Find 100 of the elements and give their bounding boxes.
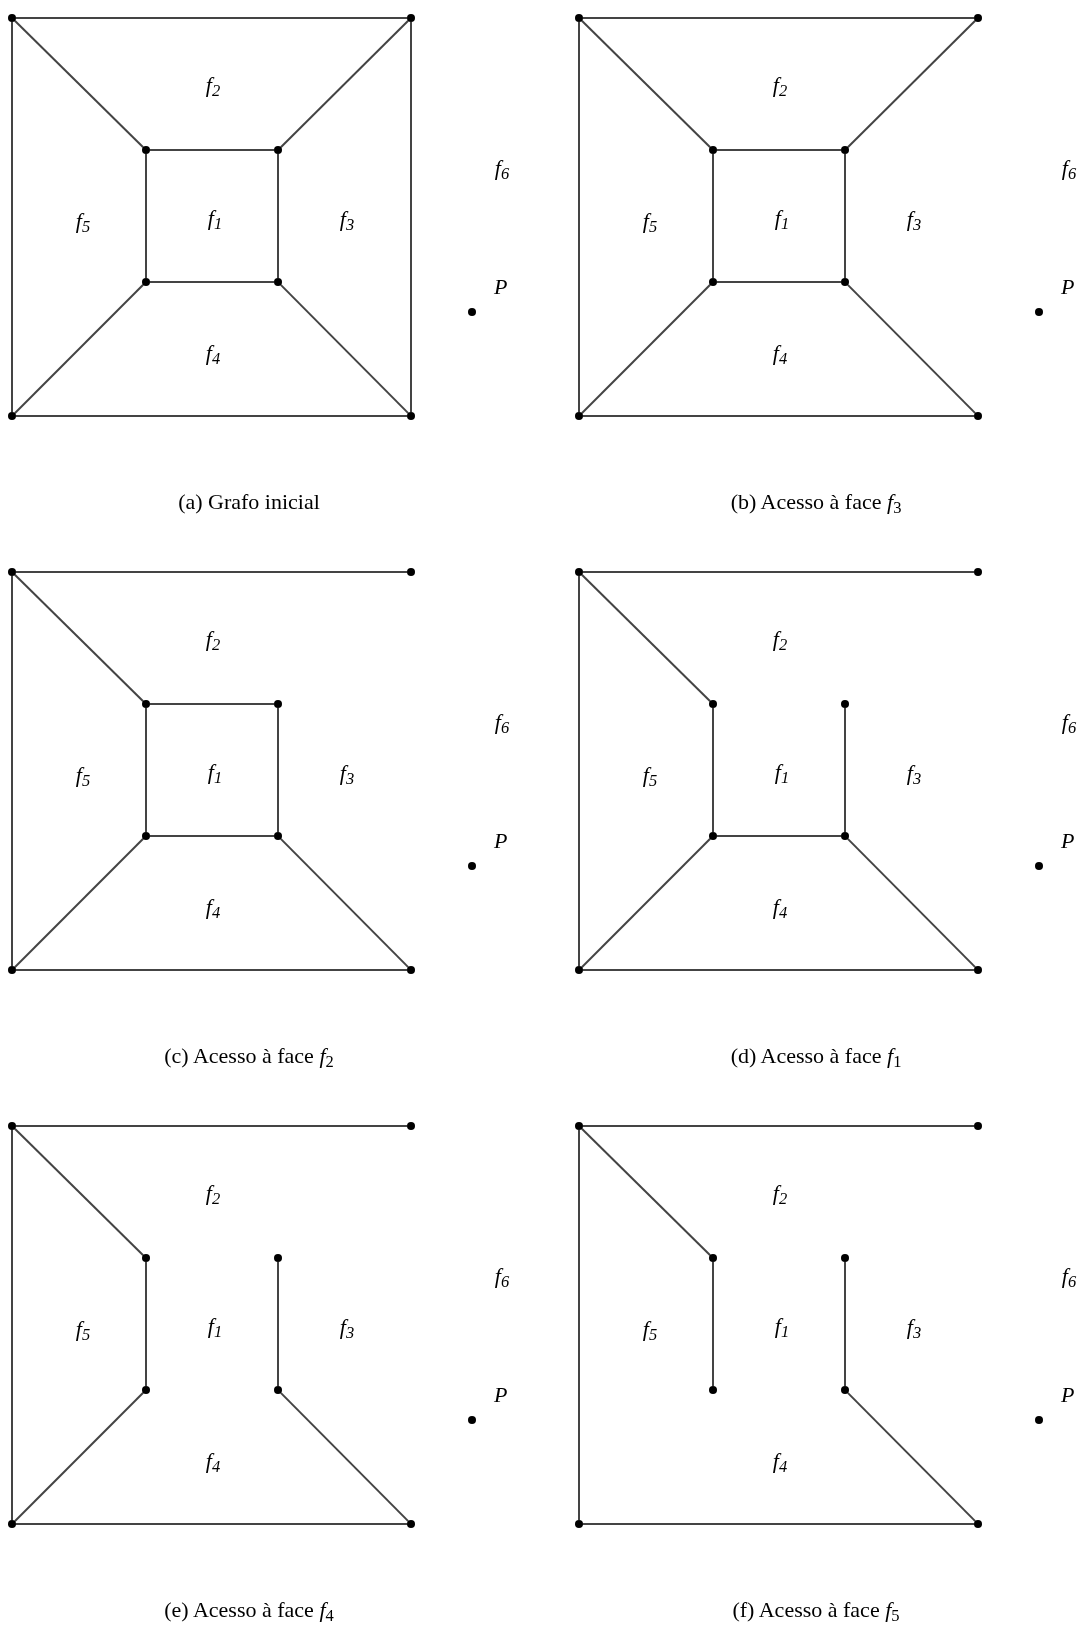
face-label: f$_{6}$ [1061,157,1077,179]
graph-edge [279,19,410,149]
face-label: f$_{6}$ [494,1265,510,1287]
graph-edge [277,707,279,833]
face-label: f$_{6}$ [1061,1265,1077,1287]
graph-edge [716,281,842,283]
graph-edge [582,571,975,573]
graph-edge [149,703,275,705]
face-label: f$_{2}$ [772,628,788,650]
face-label: f$_{2}$ [205,1182,221,1204]
graph-edge [15,1125,408,1127]
graph-edge [13,283,145,415]
graph-edge [846,283,977,415]
graph-edge [582,17,975,19]
face-label: f$_{5}$ [642,1318,658,1340]
face-label: f$_{4}$ [205,896,221,918]
graph-edge [13,1127,145,1257]
face-label: f$_{6}$ [494,711,510,733]
graph-edge [149,835,275,837]
point-label: P [494,276,508,298]
graph-edge [11,1129,13,1521]
face-label: f$_{4}$ [772,1450,788,1472]
graph-edge [145,1261,147,1387]
face-label: f$_{5}$ [75,1318,91,1340]
graph-edge [15,415,408,417]
face-label: f$_{3}$ [906,208,922,230]
graph-edge [578,21,580,413]
graph-edge [145,707,147,833]
graph-edge [580,1127,712,1257]
graph-edge [580,573,712,703]
face-label: f$_{2}$ [205,74,221,96]
face-label: f$_{5}$ [75,210,91,232]
face-label: f$_{5}$ [75,764,91,786]
face-label: f$_{1}$ [207,207,223,229]
graph-edge [580,19,712,149]
face-label: f$_{1}$ [774,207,790,229]
graph-edge [578,1129,580,1521]
face-label: f$_{4}$ [205,342,221,364]
graph-edge [15,17,408,19]
graph-edge [844,707,846,833]
graph-edge [149,149,275,151]
graph-edge [580,283,712,415]
point-label: P [1061,830,1075,852]
graph-edge [15,969,408,971]
graph-edge [15,1523,408,1525]
graph-edge [582,415,975,417]
graph-edge [716,835,842,837]
graph-edge [13,1391,145,1523]
point-label: P [1061,276,1075,298]
face-label: f$_{1}$ [774,761,790,783]
face-label: f$_{1}$ [207,1315,223,1337]
graph-edge [846,19,977,149]
graph-edge [279,283,410,415]
face-label: f$_{2}$ [772,1182,788,1204]
subfigure-caption: (f) Acesso à face f$_{5}$ [732,1599,900,1621]
graph-edge [277,1261,279,1387]
graph-edge [844,1261,846,1387]
subfigure-caption: (e) Acesso à face f$_{4}$ [164,1599,334,1621]
face-label: f$_{2}$ [772,74,788,96]
graph-edge [145,153,147,279]
point-label: P [494,1384,508,1406]
graph-edge [410,21,412,413]
subfigure-caption: (c) Acesso à face f$_{2}$ [164,1045,334,1067]
graph-edge [580,837,712,969]
graph-edge [844,153,846,279]
face-label: f$_{4}$ [772,896,788,918]
graph-edge [149,281,275,283]
face-label: f$_{4}$ [772,342,788,364]
graph-edge [11,575,13,967]
graph-edge [846,837,977,969]
face-label: f$_{3}$ [906,762,922,784]
face-label: f$_{3}$ [339,1316,355,1338]
subfigure-caption: (d) Acesso à face f$_{1}$ [730,1045,902,1067]
subfigure-caption: (a) Grafo inicial [178,491,320,513]
graph-edge [13,19,145,149]
face-label: f$_{6}$ [494,157,510,179]
graph-edge [11,21,13,413]
graph-edge [712,707,714,833]
face-label: f$_{6}$ [1061,711,1077,733]
face-label: f$_{1}$ [774,1315,790,1337]
graph-edge [277,153,279,279]
graph-edge [13,573,145,703]
graph-edge [15,571,408,573]
face-label: f$_{4}$ [205,1450,221,1472]
graph-edge [582,969,975,971]
subfigure-caption: (b) Acesso à face f$_{3}$ [730,491,902,513]
graph-edge [578,575,580,967]
graph-edge [582,1125,975,1127]
face-label: f$_{3}$ [339,762,355,784]
graph-edge [846,1391,977,1523]
face-label: f$_{2}$ [205,628,221,650]
graph-edge [712,1261,714,1387]
point-label: P [494,830,508,852]
graph-edge [712,153,714,279]
graph-edge [279,1391,410,1523]
face-label: f$_{1}$ [207,761,223,783]
graph-edge [716,149,842,151]
graph-edge [582,1523,975,1525]
face-label: f$_{3}$ [906,1316,922,1338]
face-label: f$_{3}$ [339,208,355,230]
